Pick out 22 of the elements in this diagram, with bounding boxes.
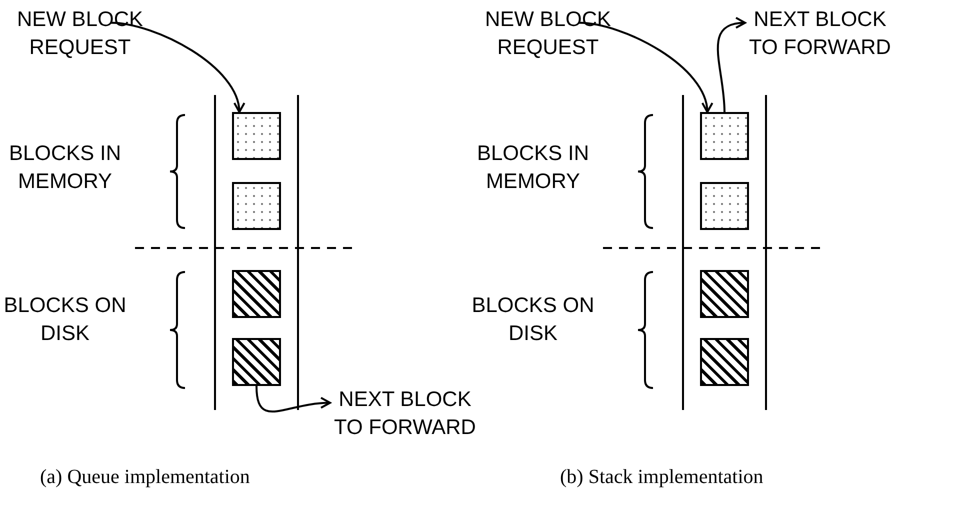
text-label: NEXT BLOCK TO FORWARD: [745, 6, 895, 62]
disk-block: [700, 338, 749, 386]
memory-block: [700, 182, 749, 230]
bracket-label: BLOCKS IN MEMORY: [476, 141, 590, 195]
arrow: [256, 386, 331, 412]
memory-block: [232, 182, 281, 230]
disk-block: [232, 270, 281, 318]
text-label: NEXT BLOCK TO FORWARD: [330, 386, 480, 442]
text-label: NEW BLOCK REQUEST: [478, 6, 618, 62]
arrow: [578, 22, 712, 113]
disk-block: [232, 338, 281, 386]
caption: (b) Stack implementation: [560, 466, 764, 489]
memory-block: [232, 112, 281, 160]
caption: (a) Queue implementation: [40, 466, 250, 489]
memory-block: [700, 112, 749, 160]
disk-block: [700, 270, 749, 318]
arrow: [716, 18, 746, 112]
bracket-label: BLOCKS ON DISK: [2, 293, 128, 347]
arrow: [110, 22, 244, 113]
bracket-label: BLOCKS ON DISK: [470, 293, 596, 347]
text-label: NEW BLOCK REQUEST: [10, 6, 150, 62]
bracket-label: BLOCKS IN MEMORY: [8, 141, 122, 195]
